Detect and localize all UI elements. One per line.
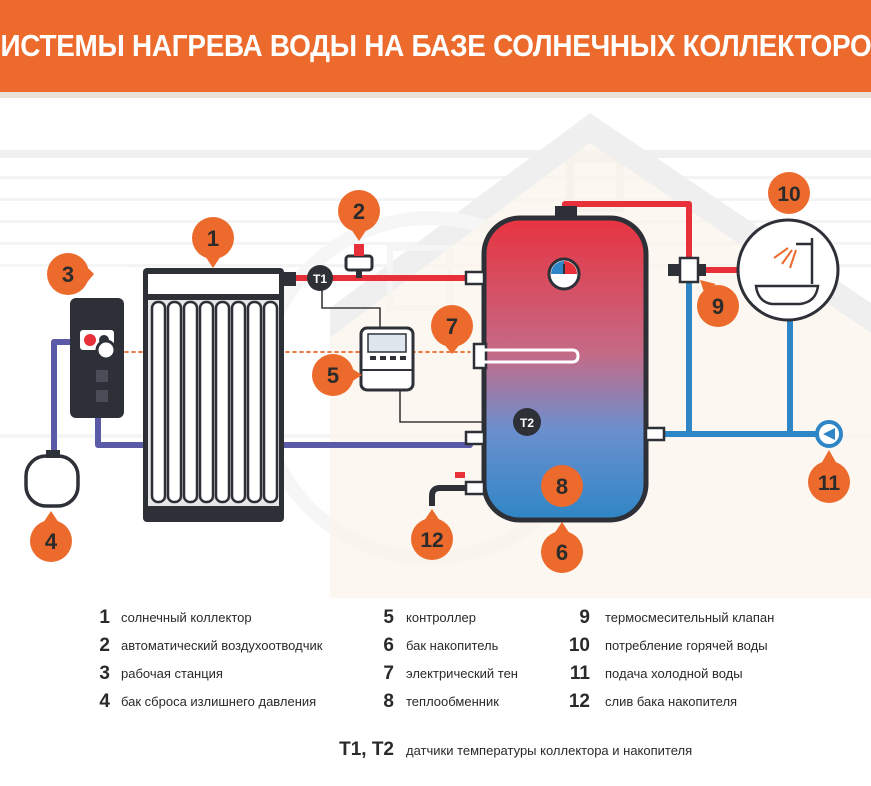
legend-num: 12 bbox=[568, 691, 590, 712]
badge-10: 10 bbox=[768, 172, 810, 214]
legend-num: T1, T2 bbox=[339, 739, 394, 760]
legend-label: подача холодной воды bbox=[605, 666, 743, 681]
legend-num: 8 bbox=[383, 691, 394, 712]
legend-label: электрический тен bbox=[406, 666, 518, 681]
legend-num: 4 bbox=[99, 691, 110, 712]
badge-10-label: 10 bbox=[777, 183, 800, 206]
cold-inlet-icon bbox=[815, 420, 843, 448]
badge-9-label: 9 bbox=[712, 294, 724, 319]
legend-num: 9 bbox=[579, 607, 590, 628]
badge-8: 8 bbox=[541, 465, 583, 507]
legend-label: датчики температуры коллектора и накопит… bbox=[406, 743, 693, 758]
legend-num: 3 bbox=[99, 663, 110, 684]
expansion-pipe bbox=[51, 339, 73, 461]
legend-label: бак накопитель bbox=[406, 638, 499, 653]
badge-3: 3 bbox=[47, 253, 94, 295]
badge-2: 2 bbox=[338, 190, 380, 241]
sensor-wire bbox=[321, 277, 381, 331]
badge-8-label: 8 bbox=[556, 474, 568, 499]
badge-7-label: 7 bbox=[446, 314, 458, 339]
page-title: СИСТЕМЫ НАГРЕВА ВОДЫ НА БАЗЕ СОЛНЕЧНЫХ К… bbox=[0, 28, 871, 63]
title-divider bbox=[0, 92, 871, 98]
legend-label: рабочая станция bbox=[121, 666, 223, 681]
controller bbox=[359, 326, 415, 392]
badge-11: 11 bbox=[808, 450, 850, 503]
legend-label: слив бака накопителя bbox=[605, 694, 738, 709]
legend-num: 10 bbox=[568, 635, 590, 656]
badge-11-label: 11 bbox=[818, 472, 841, 495]
legend: 1 солнечный коллектор 2 автоматический в… bbox=[0, 600, 871, 786]
bathroom-consumer bbox=[736, 218, 840, 322]
badge-9: 9 bbox=[697, 280, 739, 327]
legend-num: 11 bbox=[569, 663, 590, 684]
badge-2-label: 2 bbox=[353, 199, 365, 224]
legend-label: теплообменник bbox=[406, 694, 499, 709]
badge-5-label: 5 bbox=[327, 363, 339, 388]
legend-num: 6 bbox=[383, 635, 394, 656]
badge-12-label: 12 bbox=[420, 529, 443, 552]
solar-collector bbox=[143, 268, 296, 522]
legend-label: контроллер bbox=[406, 610, 477, 625]
storage-tank bbox=[464, 206, 666, 523]
sensor-t2: T2 bbox=[513, 408, 541, 436]
sensor-t1-label: T1 bbox=[313, 272, 327, 286]
system-diagram: T1 T2 1 2 3 4 5 6 7 8 bbox=[0, 113, 871, 598]
drain-valve-icon bbox=[429, 472, 466, 506]
pump-station bbox=[70, 298, 124, 418]
sensor-wire-t2 bbox=[399, 385, 515, 423]
mixing-valve bbox=[668, 256, 706, 284]
legend-label: потребление горячей воды bbox=[605, 638, 768, 653]
badge-7: 7 bbox=[431, 305, 473, 354]
return-pipe bbox=[95, 413, 473, 448]
title-bar: СИСТЕМЫ НАГРЕВА ВОДЫ НА БАЗЕ СОЛНЕЧНЫХ К… bbox=[0, 0, 871, 92]
legend-num: 2 bbox=[99, 635, 110, 656]
legend-label: автоматический воздухоотводчик bbox=[121, 638, 323, 653]
badge-6: 6 bbox=[541, 522, 583, 573]
sensor-t1: T1 bbox=[307, 265, 333, 291]
legend-label: солнечный коллектор bbox=[121, 610, 252, 625]
badge-4-label: 4 bbox=[45, 529, 58, 554]
badge-4: 4 bbox=[30, 511, 72, 562]
badge-6-label: 6 bbox=[556, 540, 568, 565]
sensor-t2-label: T2 bbox=[520, 416, 534, 430]
legend-label: бак сброса излишнего давления bbox=[121, 694, 317, 709]
badge-5: 5 bbox=[312, 354, 362, 396]
legend-label: термосмесительный клапан bbox=[605, 610, 775, 625]
badge-1: 1 bbox=[192, 217, 234, 268]
legend-num: 1 bbox=[99, 607, 110, 628]
air-vent bbox=[344, 244, 374, 278]
badge-12: 12 bbox=[411, 509, 453, 560]
expansion-tank bbox=[24, 450, 80, 508]
thermometer-icon bbox=[547, 257, 581, 291]
badge-3-label: 3 bbox=[62, 262, 74, 287]
legend-num: 7 bbox=[383, 663, 394, 684]
badge-1-label: 1 bbox=[207, 226, 219, 251]
legend-num: 5 bbox=[383, 607, 394, 628]
